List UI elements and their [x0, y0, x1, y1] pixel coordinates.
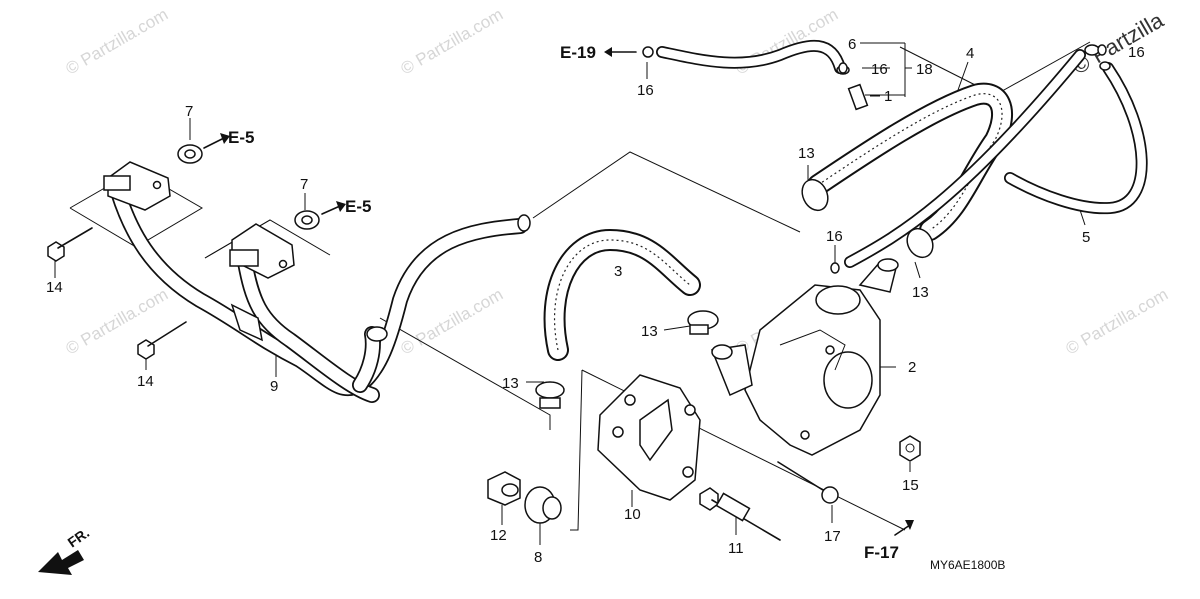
watermark-corner: © Partzilla	[1068, 7, 1168, 79]
section-references: E-19 E-5 E-5 F-17	[228, 43, 899, 562]
front-label: FR.	[65, 524, 93, 550]
callout-16: 16	[1128, 44, 1145, 61]
callout-17: 17	[824, 528, 841, 545]
callout-7: 7	[185, 103, 193, 120]
ref-e5: E-5	[345, 197, 371, 216]
callout-10: 10	[624, 506, 641, 523]
ref-e5: E-5	[228, 128, 254, 147]
hose-3	[543, 229, 701, 361]
callouts: 1 2 3 4 5 6 7 7 8 9 10 11 12 13 13 13 13…	[46, 36, 1145, 566]
callout-6: 6	[848, 36, 856, 53]
callout-13: 13	[502, 375, 519, 392]
water-pump-2	[710, 258, 899, 456]
callout-13: 13	[641, 323, 658, 340]
tube-5	[1004, 62, 1148, 215]
water-pipe-9	[103, 161, 531, 403]
callout-11: 11	[728, 540, 744, 557]
callout-12: 12	[490, 527, 507, 544]
ref-e19: E-19	[560, 43, 596, 62]
callout-1: 1	[884, 88, 892, 105]
callout-15: 15	[902, 477, 919, 494]
grommet-8	[524, 486, 562, 524]
callout-5: 5	[1082, 229, 1090, 246]
callout-9: 9	[270, 378, 278, 395]
front-arrow-icon	[38, 550, 84, 575]
watermark: © Partzilla.com	[398, 5, 507, 79]
watermark: © Partzilla.com	[398, 285, 507, 359]
watermark: © Partzilla.com	[63, 5, 172, 79]
bracket-plate-10	[597, 374, 701, 501]
callout-8: 8	[534, 549, 542, 566]
nut-15	[899, 435, 921, 462]
callout-3: 3	[614, 263, 622, 280]
callout-4: 4	[966, 45, 974, 62]
connector-1	[847, 83, 869, 111]
hose-4	[807, 82, 1014, 241]
callout-14: 14	[137, 373, 154, 390]
bolt-11	[699, 487, 781, 541]
arrows	[38, 47, 914, 575]
callout-16: 16	[826, 228, 843, 245]
pump-tube	[844, 44, 1111, 268]
callout-7: 7	[300, 176, 308, 193]
watermark: © Partzilla.com	[63, 285, 172, 359]
clamps-13	[535, 178, 934, 409]
collar-12	[487, 471, 521, 506]
diagram-code: MY6AE1800B	[930, 558, 1005, 572]
callout-16: 16	[871, 61, 888, 78]
callout-18: 18	[916, 61, 933, 78]
o-rings-7	[177, 144, 320, 230]
callout-13: 13	[912, 284, 929, 301]
callout-14: 14	[46, 279, 63, 296]
ref-f17: F-17	[864, 543, 899, 562]
bolts-14	[47, 227, 187, 360]
callout-2: 2	[908, 359, 916, 376]
watermarks: © Partzilla.com © Partzilla.com © Partzi…	[63, 5, 1172, 359]
callout-13: 13	[798, 145, 815, 162]
clips-16	[830, 44, 1107, 274]
watermark: © Partzilla.com	[1063, 285, 1172, 359]
bolt-17	[777, 461, 839, 504]
callout-16: 16	[637, 82, 654, 99]
